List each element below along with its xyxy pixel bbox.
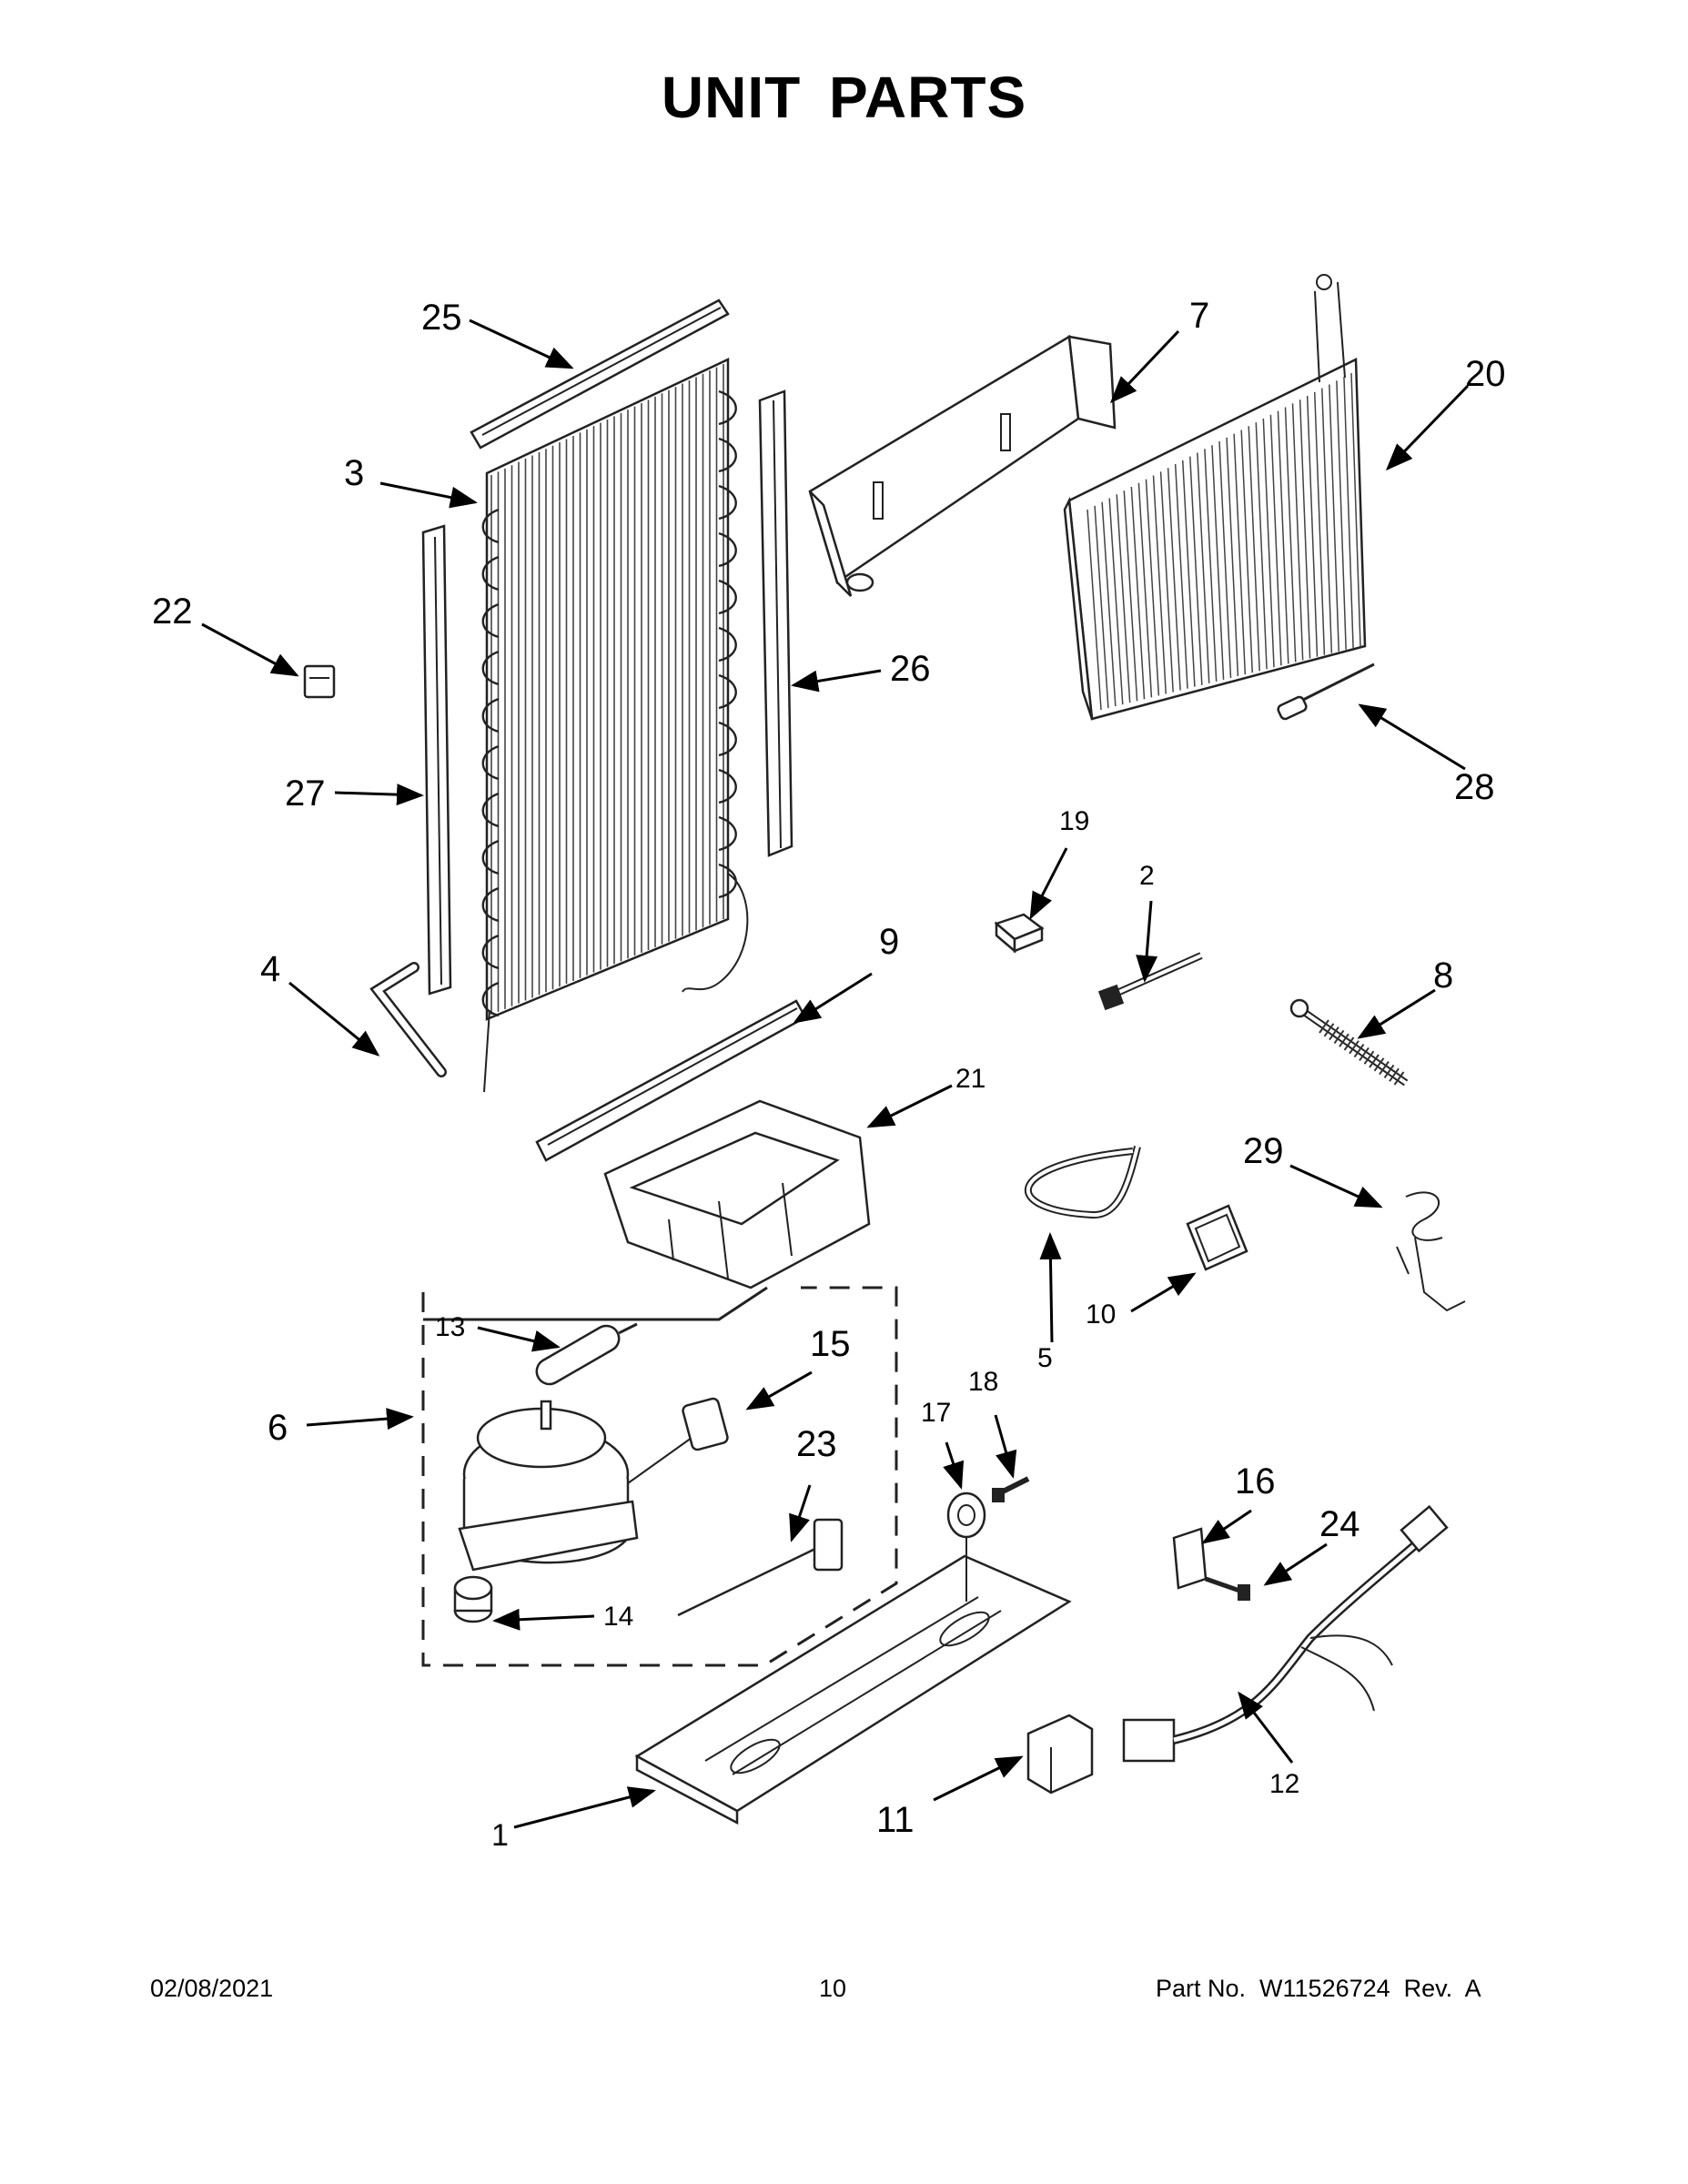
callout-9: 9 bbox=[879, 922, 899, 962]
part-10-pad bbox=[1186, 1204, 1248, 1271]
callout-20: 20 bbox=[1465, 354, 1506, 394]
part-29-coil-tube bbox=[1396, 1191, 1466, 1312]
part-25-top-bracket bbox=[470, 298, 730, 450]
page-title: UNIT PARTS bbox=[661, 65, 1027, 130]
callout-23: 23 bbox=[796, 1424, 837, 1464]
part-22-connector bbox=[303, 664, 336, 699]
callout-26: 26 bbox=[890, 649, 931, 689]
part-11-start-device bbox=[1026, 1714, 1094, 1795]
callout-18: 18 bbox=[968, 1367, 998, 1397]
part-4-tube bbox=[369, 962, 447, 1077]
callout-27: 27 bbox=[285, 774, 326, 814]
callout-22: 22 bbox=[152, 592, 193, 632]
callout-28: 28 bbox=[1454, 767, 1495, 807]
part-28-thermistor bbox=[1277, 662, 1375, 721]
callout-14: 14 bbox=[603, 1602, 633, 1632]
part-23-overload bbox=[677, 1518, 844, 1617]
callout-4: 4 bbox=[260, 949, 280, 989]
callout-17: 17 bbox=[921, 1398, 951, 1428]
callout-19: 19 bbox=[1059, 806, 1089, 836]
callout-7: 7 bbox=[1189, 296, 1209, 336]
callout-8: 8 bbox=[1433, 956, 1453, 996]
compressor bbox=[458, 1400, 692, 1572]
footer-page-number: 10 bbox=[819, 1975, 847, 2002]
callout-21: 21 bbox=[955, 1064, 986, 1094]
part-19-block bbox=[994, 913, 1045, 954]
part-16-clip bbox=[1172, 1527, 1208, 1590]
callout-5: 5 bbox=[1037, 1343, 1053, 1373]
callout-29: 29 bbox=[1243, 1131, 1284, 1171]
part-7-evaporator-cover bbox=[808, 334, 1117, 597]
part-8-rod bbox=[1289, 998, 1409, 1087]
footer-part-number: Part No. W11526724 Rev. A bbox=[1156, 1975, 1481, 2002]
callout-12: 12 bbox=[1269, 1769, 1299, 1799]
part-14-grommet bbox=[453, 1575, 493, 1623]
callout-2: 2 bbox=[1139, 861, 1155, 891]
callout-3: 3 bbox=[344, 453, 364, 493]
callout-6: 6 bbox=[268, 1408, 288, 1448]
callout-1: 1 bbox=[491, 1818, 509, 1853]
callout-15: 15 bbox=[810, 1324, 851, 1364]
part-24-screw bbox=[1205, 1576, 1250, 1601]
callout-11: 11 bbox=[876, 1800, 915, 1840]
callout-labels: 1 2 3 4 5 6 7 8 9 10 11 12 13 14 15 16 1… bbox=[152, 296, 1506, 1853]
part-12-wire-harness bbox=[1122, 1504, 1449, 1763]
part-17-grommet bbox=[946, 1491, 986, 1602]
part-3-condenser-coil bbox=[481, 358, 749, 1093]
callout-13: 13 bbox=[435, 1312, 465, 1342]
part-2-cable-tie bbox=[1097, 952, 1203, 1011]
callout-25: 25 bbox=[421, 298, 462, 338]
part-26-right-bracket bbox=[758, 389, 793, 857]
part-20-evaporator bbox=[1063, 274, 1367, 721]
part-27-left-bracket bbox=[421, 524, 452, 996]
part-15-relay bbox=[682, 1397, 729, 1451]
part-5-hose bbox=[1024, 1146, 1141, 1219]
callout-10: 10 bbox=[1086, 1299, 1116, 1330]
leader-lines bbox=[201, 318, 1470, 1829]
part-1-base-plate bbox=[634, 1554, 1072, 1825]
footer-date: 02/08/2021 bbox=[150, 1975, 274, 2002]
part-21-drain-pan bbox=[603, 1099, 871, 1289]
callout-24: 24 bbox=[1319, 1504, 1360, 1544]
callout-16: 16 bbox=[1235, 1461, 1276, 1502]
part-13-drier bbox=[535, 1324, 621, 1386]
part-18-screw bbox=[992, 1476, 1030, 1502]
